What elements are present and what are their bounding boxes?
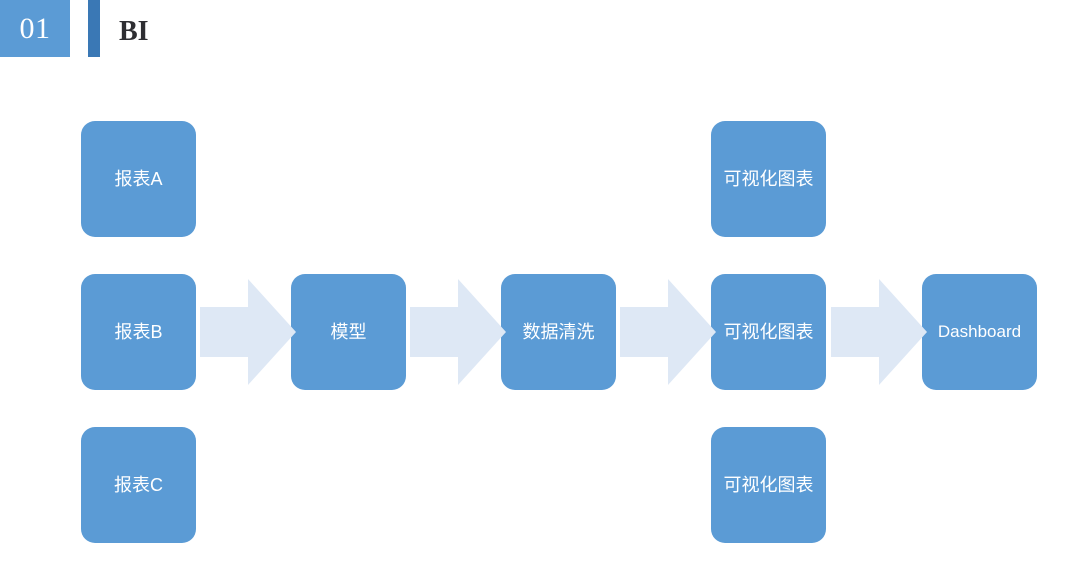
flow-node-report-c[interactable]: 报表C [81, 427, 196, 543]
flow-node-data-cleaning[interactable]: 数据清洗 [501, 274, 616, 390]
flow-arrow-2-icon [410, 279, 506, 385]
section-number-badge: 01 [0, 0, 70, 57]
flow-node-chart-top[interactable]: 可视化图表 [711, 121, 826, 237]
page-title: BI [119, 16, 149, 47]
flow-node-chart-bottom[interactable]: 可视化图表 [711, 427, 826, 543]
flow-node-dashboard[interactable]: Dashboard [922, 274, 1037, 390]
flow-node-chart-middle[interactable]: 可视化图表 [711, 274, 826, 390]
flow-node-report-b[interactable]: 报表B [81, 274, 196, 390]
header-accent-bar [88, 0, 100, 57]
flow-arrow-1-icon [200, 279, 296, 385]
flow-node-model[interactable]: 模型 [291, 274, 406, 390]
flow-arrow-3-icon [620, 279, 716, 385]
flow-node-report-a[interactable]: 报表A [81, 121, 196, 237]
flow-arrow-4-icon [831, 279, 927, 385]
